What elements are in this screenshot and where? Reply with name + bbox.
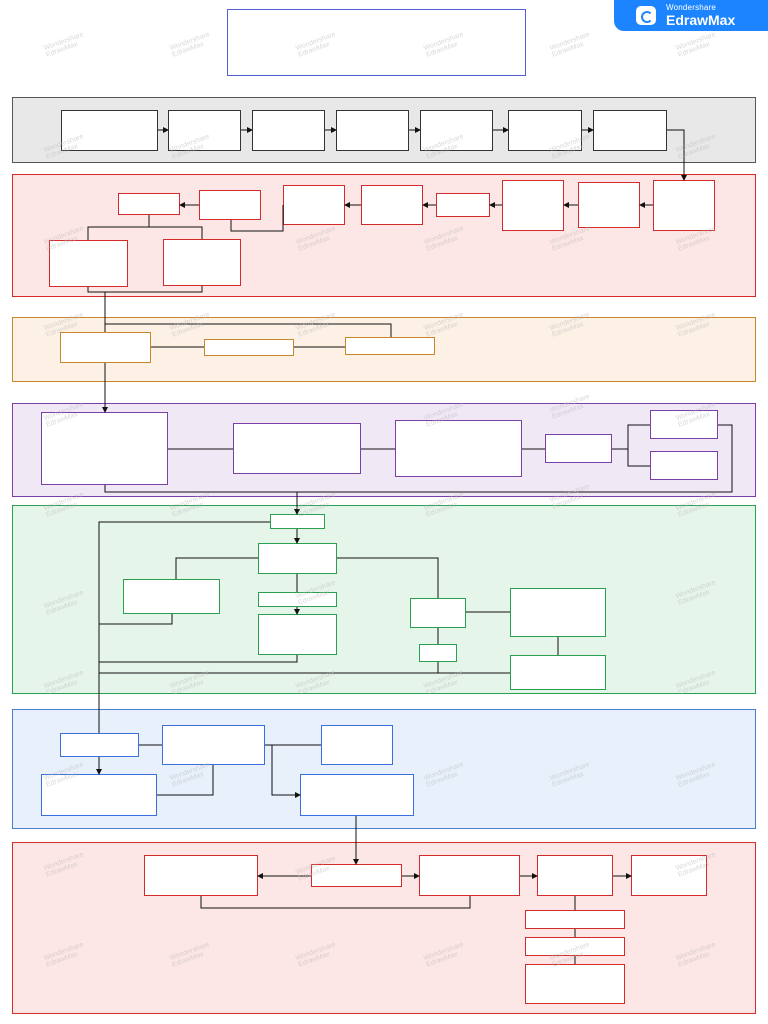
red2-node-1 (144, 855, 258, 896)
purple-node-6 (650, 451, 718, 480)
edrawmax-brand-badge: Wondershare EdrawMax (614, 0, 768, 31)
diagram-title-box (227, 9, 526, 76)
gray-node-3 (252, 110, 325, 151)
blue-node-1 (60, 733, 139, 757)
brand-vendor-label: Wondershare (666, 3, 717, 12)
green-node-6 (410, 598, 466, 628)
red2-node-8 (525, 964, 625, 1004)
green-node-3 (123, 579, 220, 614)
red1-node-j (163, 239, 241, 286)
edrawmax-logo-icon (636, 6, 656, 25)
blue-node-2 (162, 725, 265, 765)
blue-node-5 (300, 774, 414, 816)
red1-node-f (502, 180, 564, 231)
green-node-8 (419, 644, 457, 662)
gray-node-7 (593, 110, 667, 151)
red1-node-c (283, 185, 345, 225)
red1-node-g (578, 182, 640, 228)
gray-node-5 (420, 110, 493, 151)
red2-node-5 (631, 855, 707, 896)
red2-node-7 (525, 937, 625, 956)
red1-node-a (118, 193, 180, 215)
red1-node-e (436, 193, 490, 217)
red1-node-h (653, 180, 715, 231)
brand-product-label: EdrawMax (666, 12, 736, 28)
red2-node-6 (525, 910, 625, 929)
green-node-9 (510, 655, 606, 690)
orange-node-2 (204, 339, 294, 356)
red2-node-4 (537, 855, 613, 896)
green-node-5 (258, 614, 337, 655)
orange-node-3 (345, 337, 435, 355)
red1-node-d (361, 185, 423, 225)
gray-node-1 (61, 110, 158, 151)
red1-node-b (199, 190, 261, 220)
orange-node-1 (60, 332, 151, 363)
blue-node-3 (321, 725, 393, 765)
purple-node-4 (545, 434, 612, 463)
green-node-2 (258, 543, 337, 574)
purple-node-2 (233, 423, 361, 474)
blue-node-4 (41, 774, 157, 816)
green-node-1 (270, 514, 325, 529)
red1-node-i (49, 240, 128, 287)
green-node-7 (510, 588, 606, 637)
gray-node-6 (508, 110, 582, 151)
red2-node-3 (419, 855, 520, 896)
purple-node-3 (395, 420, 522, 477)
gray-node-4 (336, 110, 409, 151)
